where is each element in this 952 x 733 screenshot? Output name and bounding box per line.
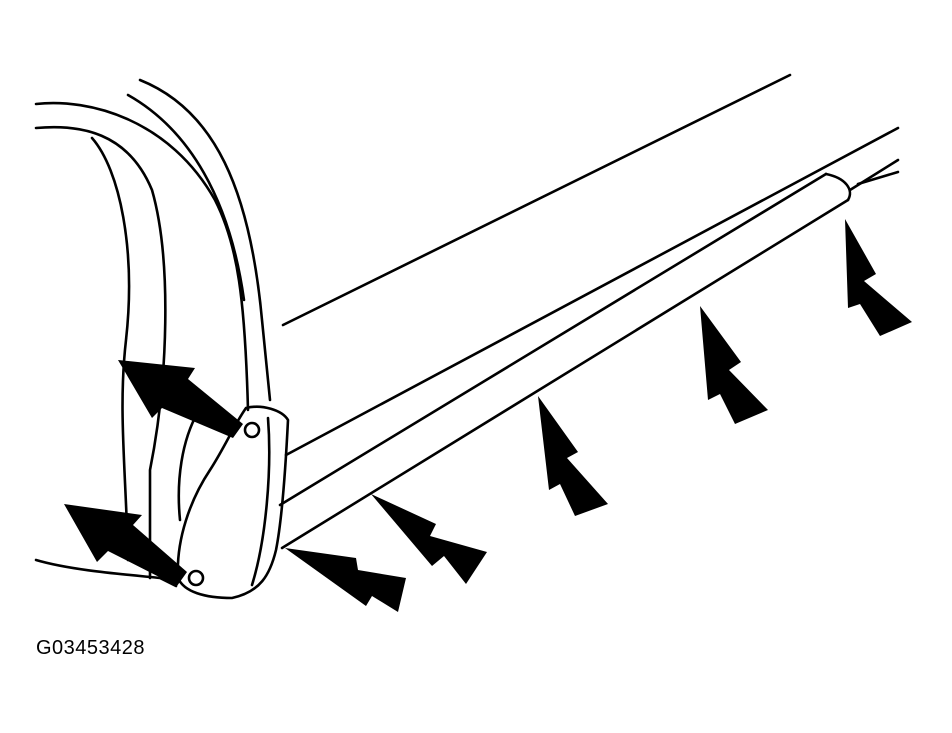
rocker-molding	[278, 172, 852, 550]
ground-line	[34, 558, 178, 588]
figure-id-label: G03453428	[36, 637, 146, 659]
tire-sidewall-line	[90, 136, 131, 562]
arrow-icon	[118, 360, 243, 438]
tire-shoulder-line	[177, 410, 200, 522]
arrow-icon	[700, 306, 768, 424]
wheel-arch-lip-line	[34, 101, 250, 412]
arrow-icon	[845, 219, 912, 336]
wheel-arch-outer-line	[138, 78, 272, 402]
molding-end-cap	[176, 405, 290, 600]
body-flange-line-2	[856, 170, 900, 186]
molding-end-cap-edge	[250, 416, 271, 587]
arrow-icon	[538, 396, 608, 516]
wheel-arch	[34, 78, 272, 412]
circle-icon	[187, 569, 205, 587]
rocker-panel-top-line	[284, 126, 900, 457]
arrow-icon	[285, 548, 406, 612]
pointer-arrows	[64, 219, 912, 612]
arrow-icon	[64, 504, 187, 586]
tire	[34, 125, 200, 580]
fasteners	[187, 421, 261, 587]
wheel-arch-inner-line	[126, 93, 246, 302]
arrow-icon	[371, 494, 487, 584]
circle-icon	[243, 421, 261, 439]
body-crease-line	[281, 73, 792, 327]
rocker-molding-rear-cap	[824, 172, 852, 202]
rocker-molding-lower-edge	[280, 198, 850, 550]
rocker-molding-upper-edge	[278, 172, 828, 507]
